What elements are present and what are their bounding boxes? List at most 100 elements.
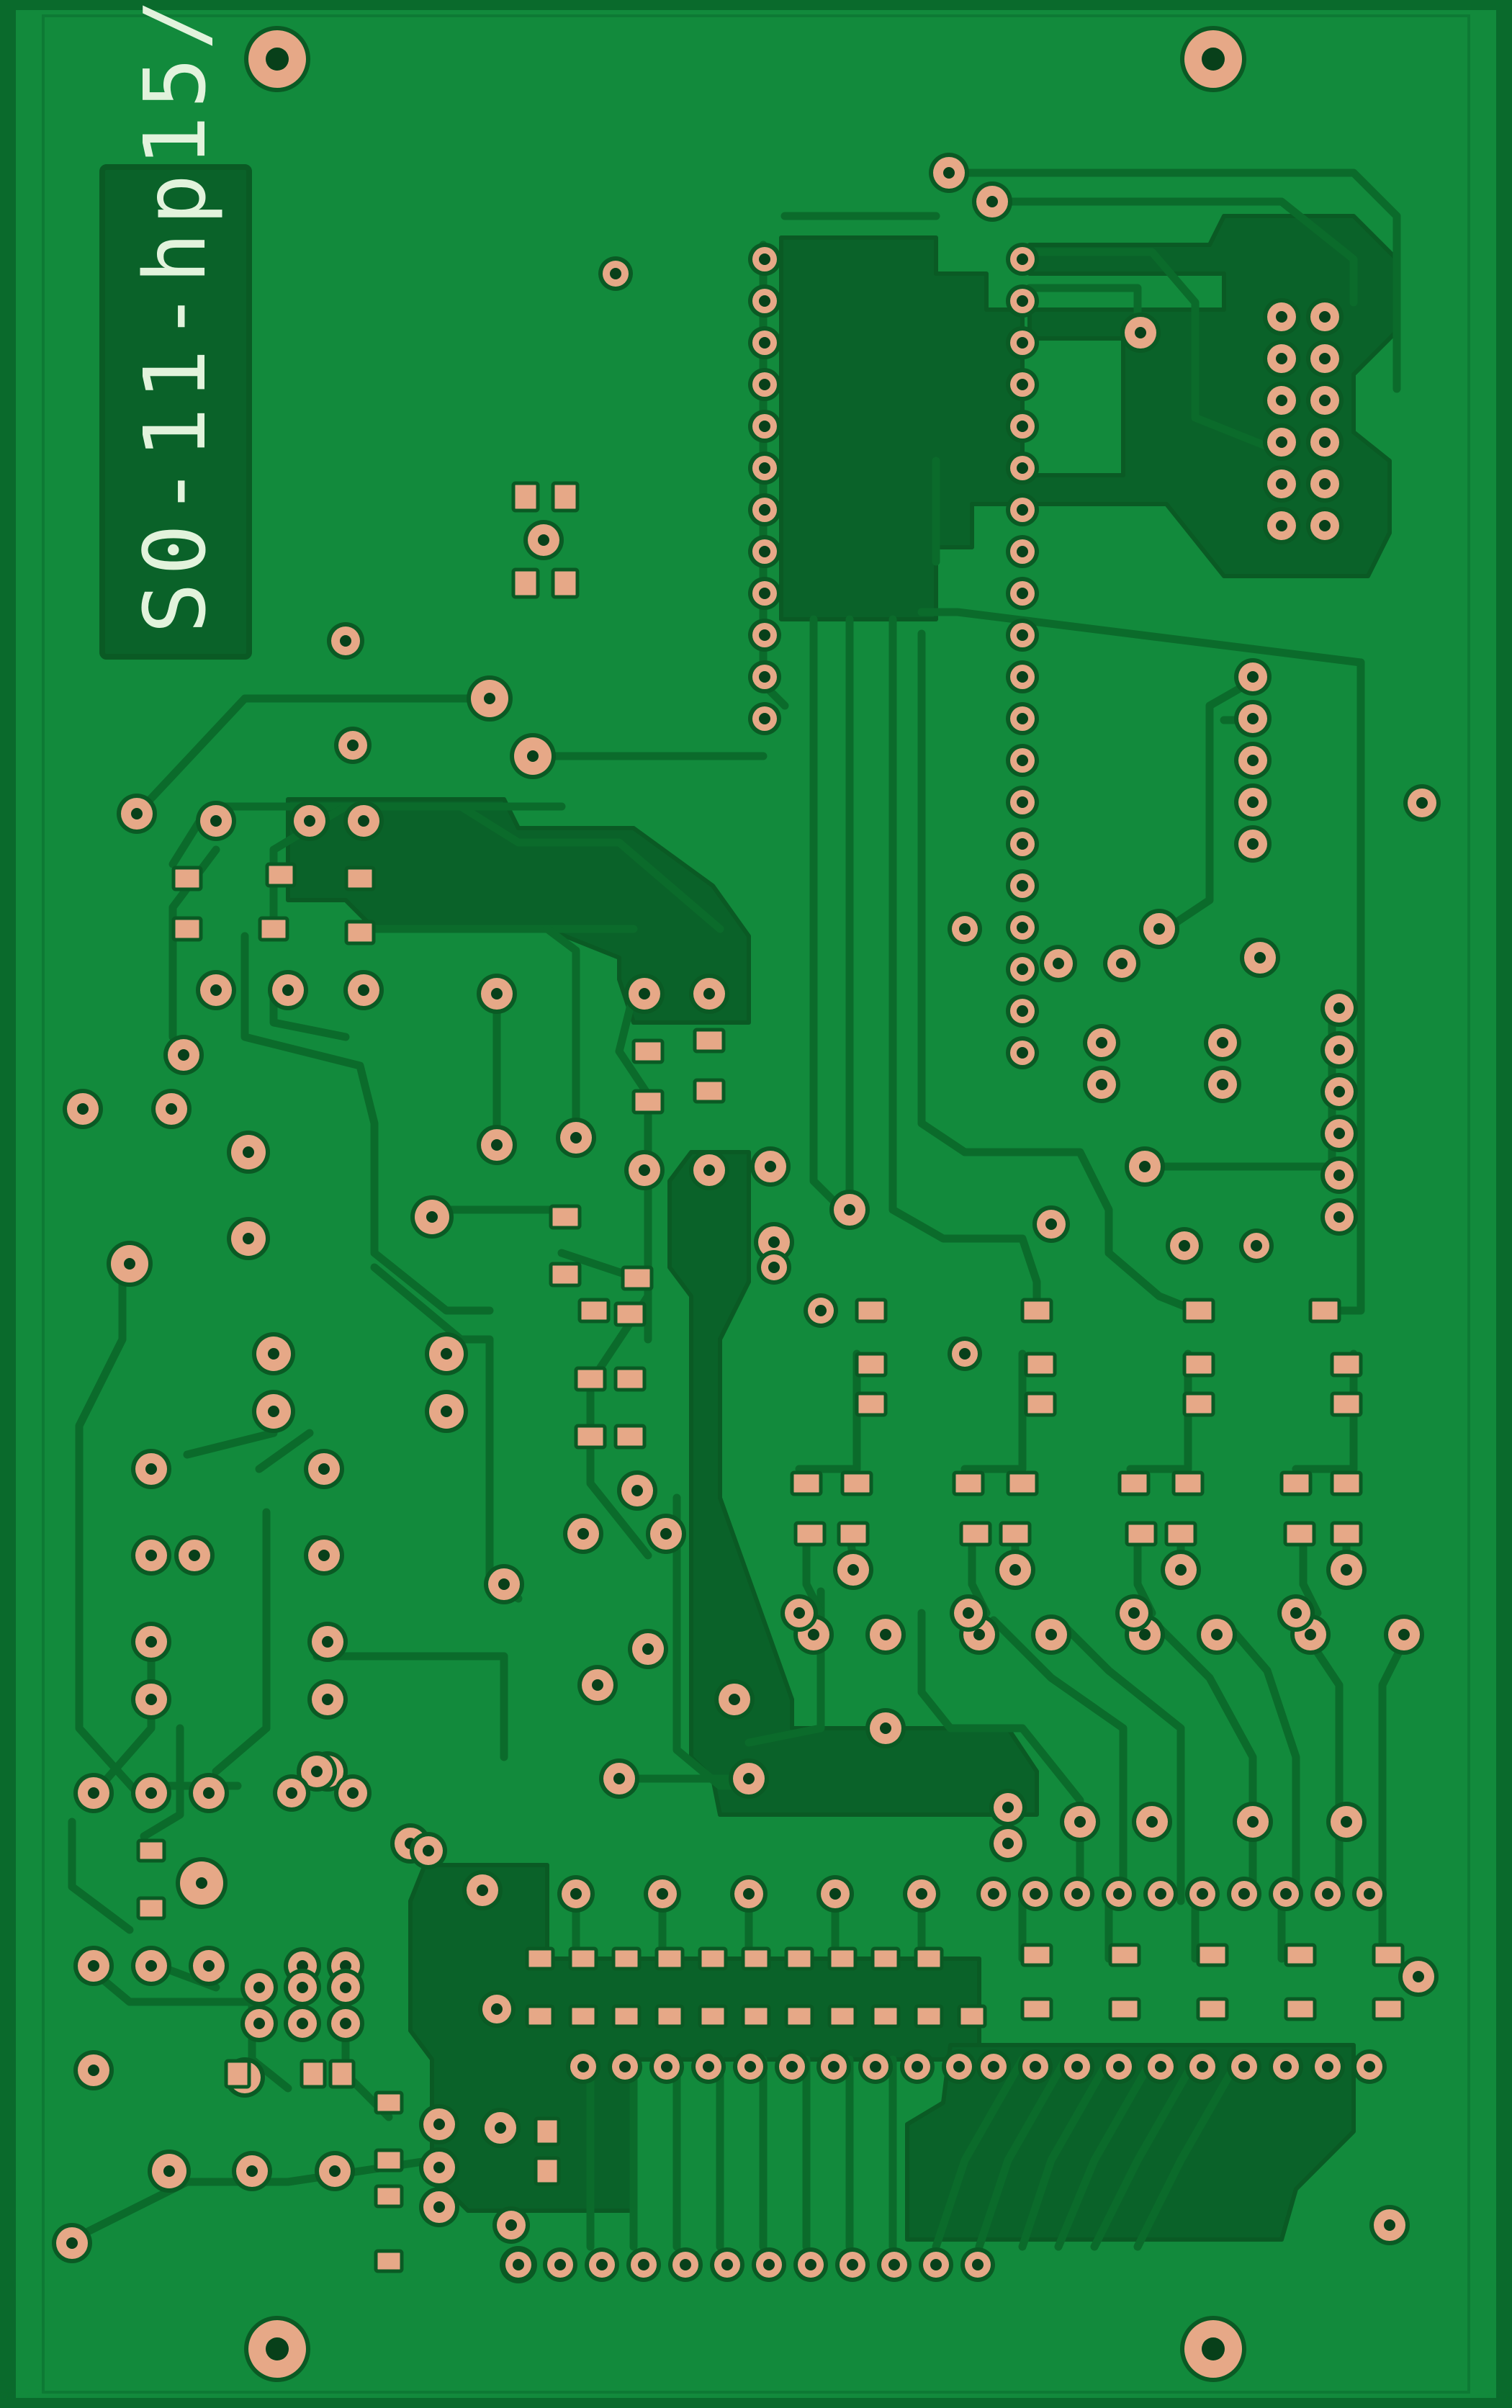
through-hole-pad xyxy=(748,326,781,359)
through-hole-pad xyxy=(240,1969,278,2006)
smd-pad xyxy=(631,1089,665,1115)
through-hole-pad xyxy=(284,1969,321,2006)
smd-pad xyxy=(1284,1943,1317,1967)
smd-pad xyxy=(613,1366,647,1392)
smd-pad xyxy=(1125,1521,1158,1547)
through-hole-pad xyxy=(995,1550,1035,1590)
through-hole-pad xyxy=(304,1449,344,1489)
through-hole-pad xyxy=(649,2049,684,2084)
through-hole-pad xyxy=(793,2247,828,2282)
through-hole-pad xyxy=(334,1774,372,1812)
through-hole-pad xyxy=(624,1150,665,1190)
smd-pad xyxy=(551,567,580,599)
smd-pad xyxy=(1020,1298,1053,1324)
through-hole-pad xyxy=(566,2049,600,2084)
through-hole-pad xyxy=(189,1946,229,1986)
through-hole-pad xyxy=(835,2247,870,2282)
through-hole-pad xyxy=(989,1825,1027,1862)
smd-pad xyxy=(1330,1521,1363,1547)
through-hole-pad xyxy=(900,2049,935,2084)
smd-pad xyxy=(1330,1391,1363,1417)
through-hole-pad xyxy=(1306,465,1344,503)
through-hole-pad xyxy=(757,1250,791,1285)
through-hole-pad xyxy=(1234,742,1272,779)
through-hole-pad xyxy=(343,801,384,841)
through-hole-pad xyxy=(877,2247,912,2282)
through-hole-pad xyxy=(1083,1066,1120,1103)
smd-pad xyxy=(654,1946,685,1971)
through-hole-pad xyxy=(131,1535,171,1576)
through-hole-pad xyxy=(748,243,781,276)
through-hole-pad xyxy=(748,493,781,526)
through-hole-pad xyxy=(1352,2049,1387,2084)
board-inner-border xyxy=(42,14,1470,2394)
through-hole-pad xyxy=(52,2223,92,2263)
smd-pad xyxy=(534,2116,561,2147)
smd-pad xyxy=(855,1298,888,1324)
through-hole-pad xyxy=(976,1877,1011,1911)
through-hole-pad xyxy=(73,1946,114,1986)
through-hole-pad xyxy=(948,1336,982,1371)
through-hole-pad xyxy=(710,2247,744,2282)
through-hole-pad xyxy=(1320,1198,1358,1236)
through-hole-pad xyxy=(131,1679,171,1720)
through-hole-pad xyxy=(1031,1614,1071,1655)
smd-pad xyxy=(741,2004,771,2029)
smd-pad xyxy=(1330,1352,1363,1378)
smd-pad xyxy=(840,1470,873,1496)
smd-pad xyxy=(1196,1997,1229,2021)
through-hole-pad xyxy=(929,153,969,193)
through-hole-pad xyxy=(948,912,982,946)
through-hole-pad xyxy=(1006,994,1039,1028)
through-hole-pad xyxy=(752,2247,786,2282)
through-hole-pad xyxy=(419,2147,459,2188)
through-hole-pad xyxy=(1263,340,1300,377)
through-hole-pad xyxy=(1234,700,1272,737)
through-hole-pad xyxy=(1102,2049,1136,2084)
through-hole-pad xyxy=(1006,284,1039,318)
through-hole-pad xyxy=(1326,1802,1367,1842)
smd-pad xyxy=(613,1424,647,1450)
through-hole-pad xyxy=(624,974,665,1014)
through-hole-pad xyxy=(1143,1877,1178,1911)
through-hole-pad xyxy=(252,1390,295,1433)
smd-pad xyxy=(793,1521,827,1547)
through-hole-pad xyxy=(833,1550,873,1590)
through-hole-pad xyxy=(748,284,781,318)
through-hole-pad xyxy=(1310,1877,1345,1911)
through-hole-pad xyxy=(343,970,384,1010)
through-hole-pad xyxy=(1006,827,1039,861)
smd-pad xyxy=(611,1946,642,1971)
through-hole-pad xyxy=(1060,1877,1094,1911)
smd-pad xyxy=(1024,1391,1057,1417)
through-hole-pad xyxy=(748,619,781,652)
smd-pad xyxy=(1108,1943,1141,1967)
through-hole-pad xyxy=(1306,507,1344,544)
smd-pad xyxy=(344,866,376,891)
through-hole-pad xyxy=(196,970,236,1010)
through-hole-pad xyxy=(976,2049,1011,2084)
through-hole-pad xyxy=(462,1870,503,1910)
through-hole-pad xyxy=(1320,1031,1358,1069)
through-hole-pad xyxy=(1132,1802,1172,1842)
smd-pad xyxy=(328,2059,356,2089)
through-hole-pad xyxy=(1006,744,1039,777)
through-hole-pad xyxy=(315,2151,355,2191)
through-hole-pad xyxy=(1083,1024,1120,1061)
through-hole-pad xyxy=(268,970,308,1010)
smd-pad xyxy=(1308,1298,1341,1324)
smd-pad xyxy=(837,1521,870,1547)
smd-pad xyxy=(549,1204,582,1230)
through-hole-pad xyxy=(410,1832,447,1869)
through-hole-pad xyxy=(1352,1877,1387,1911)
through-hole-pad xyxy=(750,1146,791,1187)
smd-pad xyxy=(1182,1391,1215,1417)
through-hole-pad xyxy=(1006,786,1039,819)
through-hole-pad xyxy=(1240,938,1280,978)
through-hole-pad xyxy=(972,181,1012,222)
smd-pad xyxy=(224,2059,251,2089)
through-hole-pad xyxy=(1227,2049,1261,2084)
through-hole-pad xyxy=(1398,1956,1439,1997)
through-hole-pad xyxy=(131,1773,171,1813)
through-hole-pad xyxy=(829,1190,870,1230)
